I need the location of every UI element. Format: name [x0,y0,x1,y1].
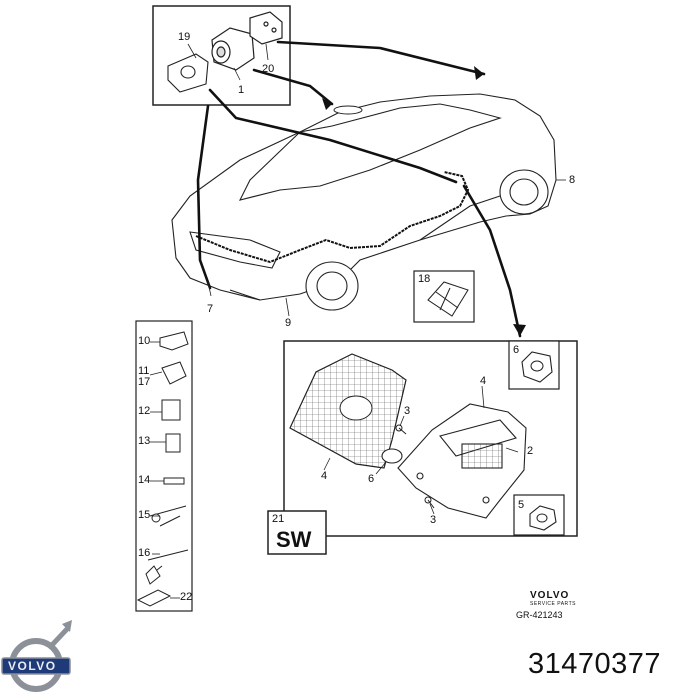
callout-17: 17 [138,376,151,388]
wiring-harness [195,171,470,264]
brand-subline: SERVICE PARTS [530,601,576,607]
callout-5: 5 [518,499,525,511]
car-outline [171,93,557,311]
callout-20: 20 [262,63,275,75]
callout-18: 18 [418,273,431,285]
volvo-logo-icon [1,620,72,692]
callout-6-inner: 6 [513,344,520,356]
callout-21: 21 [272,513,285,525]
callout-11: 11 [138,365,150,377]
callout-15: 15 [138,509,151,521]
diagram-reference: GR-421243 [516,610,563,620]
module-bracket [397,403,527,519]
callout-1: 1 [238,84,245,96]
connector-arrows [196,40,522,338]
callout-14: 14 [138,474,151,486]
callout-7: 7 [207,303,214,315]
callout-10: 10 [138,335,151,347]
callout-2: 2 [527,445,534,457]
callout-6-lower: 6 [368,473,375,485]
callout-3-top: 3 [404,405,411,417]
callout-3-lower: 3 [430,514,437,526]
callout-19: 19 [178,31,191,43]
callout-16: 16 [138,547,151,559]
callout-22: 22 [180,591,193,603]
callout-4-top: 4 [480,375,487,387]
callout-8: 8 [569,174,576,186]
camera-part [211,11,283,71]
sw-box [267,510,327,555]
small-parts [136,331,189,607]
part-number: 31470377 [528,648,662,680]
nut-part [381,448,403,464]
callout-9: 9 [285,317,292,329]
callout-4-left: 4 [321,470,328,482]
callout-12: 12 [138,405,151,417]
callout-13: 13 [138,435,151,447]
brand-wordmark: VOLVO [530,590,570,601]
logo-wordmark: VOLVO [8,659,57,673]
bracket-part [167,53,209,93]
brand-block: VOLVO SERVICE PARTS GR-421243 [516,590,596,620]
sw-label: SW [276,527,312,552]
